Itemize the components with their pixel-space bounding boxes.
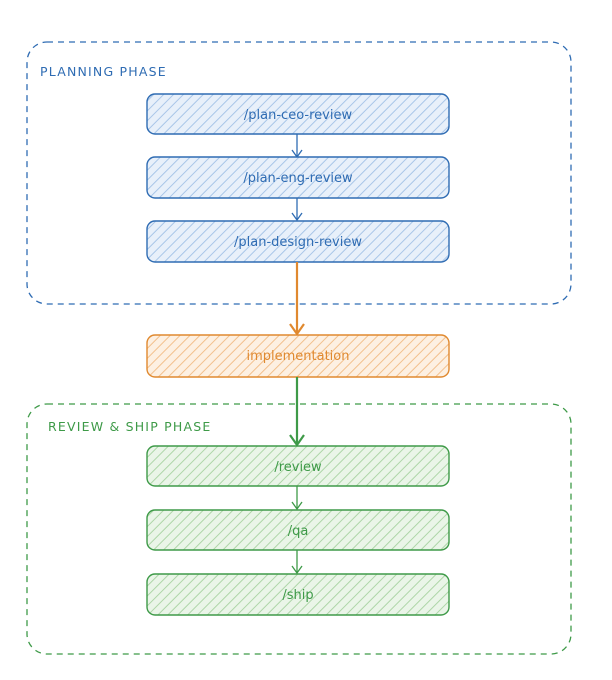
planning-phase-container (26, 41, 572, 305)
arrow-plan-1-to-2 (291, 134, 303, 159)
ship-step-2-label: /qa (288, 524, 309, 539)
implementation-node[interactable]: implementation (146, 334, 450, 378)
plan-step-1-label: /plan-ceo-review (244, 108, 353, 123)
plan-step-3-label: /plan-design-review (234, 235, 362, 250)
plan-step-1[interactable]: /plan-ceo-review (146, 93, 450, 135)
arrow-plan-2-to-3 (291, 198, 303, 222)
ship-step-3-label: /ship (282, 588, 313, 603)
implementation-label: implementation (246, 349, 349, 364)
planning-phase-label: PLANNING PHASE (40, 64, 167, 79)
review-ship-phase-container (26, 403, 572, 655)
plan-step-2-label: /plan-eng-review (243, 171, 353, 186)
arrow-ship-1-to-2 (291, 486, 303, 511)
plan-step-2[interactable]: /plan-eng-review (146, 156, 450, 199)
arrow-ship-2-to-3 (291, 550, 303, 575)
arrow-plan-to-implementation (289, 262, 305, 336)
ship-step-3[interactable]: /ship (146, 573, 450, 616)
ship-step-1-label: /review (274, 460, 322, 475)
plan-step-3[interactable]: /plan-design-review (146, 220, 450, 263)
ship-step-1[interactable]: /review (146, 445, 450, 487)
ship-step-2[interactable]: /qa (146, 509, 450, 551)
arrow-implementation-to-review (289, 377, 305, 447)
review-ship-phase-label: REVIEW & SHIP PHASE (48, 419, 211, 434)
